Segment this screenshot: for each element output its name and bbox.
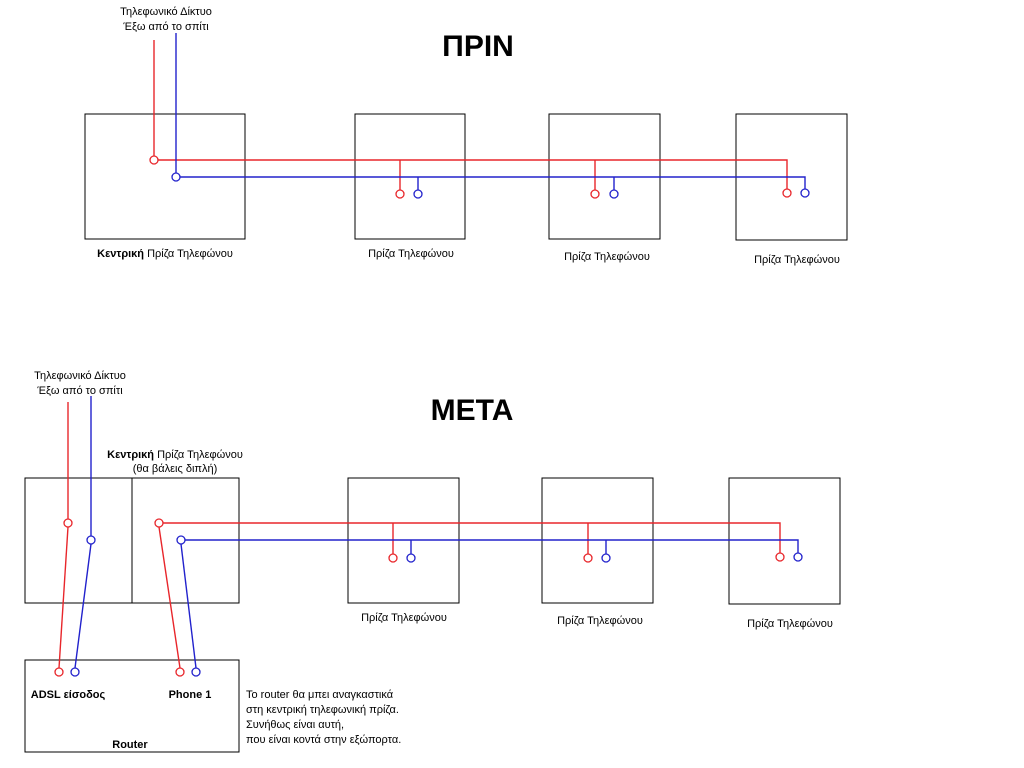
after-blue-phone-wire: [180, 543, 197, 669]
router-box: [24, 659, 240, 753]
after-network-label-line1: Τηλεφωνικό Δίκτυο: [34, 370, 126, 382]
after-blue-bus-wire: [181, 539, 799, 553]
before-central-red-terminal: [149, 155, 159, 165]
router-note-line-3: Συνήθως είναι αυτή,: [246, 719, 344, 731]
before-socket-2-red-terminal: [590, 189, 600, 199]
router-adsl-port-label: ADSL είσοδος: [31, 689, 106, 701]
router-note-line-4: που είναι κοντά στην εξώπορτα.: [246, 734, 401, 746]
before-socket-1-blue-terminal: [413, 189, 423, 199]
before-socket-1-red-terminal: [395, 189, 405, 199]
after-right-blue-terminal: [176, 535, 186, 545]
after-socket-label-1: Πρίζα Τηλεφώνου: [361, 612, 447, 624]
after-right-red-terminal: [154, 518, 164, 528]
before-network-label-line2: Έξω από το σπίτι: [122, 21, 209, 33]
after-network-label-line2: Έξω από το σπίτι: [36, 385, 123, 397]
router-name-label: Router: [112, 739, 148, 751]
before-network-label-line1: Τηλεφωνικό Δίκτυο: [120, 6, 212, 18]
before-central-socket-label: Κεντρική Πρίζα Τηλεφώνου: [97, 248, 233, 260]
after-red-bus-wire: [159, 522, 781, 553]
after-title: ΜΕΤΑ: [431, 394, 514, 427]
before-section: ΠΡΙΝ Τηλεφωνικό Δίκτυο Έξω από το σπίτι …: [84, 6, 848, 266]
router-note-line-2: στη κεντρική τηλεφωνική πρίζα.: [246, 704, 399, 716]
before-red-bus-wire: [154, 159, 788, 189]
after-socket-2-red-terminal: [583, 553, 593, 563]
after-left-red-terminal: [63, 518, 73, 528]
after-dual-socket-left-box: [24, 477, 133, 604]
before-socket-label-3: Πρίζα Τηλεφώνου: [754, 254, 840, 266]
before-socket-3-red-terminal: [782, 188, 792, 198]
after-socket-2-blue-terminal: [601, 553, 611, 563]
after-socket-3-blue-terminal: [793, 552, 803, 562]
after-red-adsl-wire: [58, 526, 69, 669]
after-socket-box-3: [728, 477, 841, 605]
router-note-line-1: Το router θα μπει αναγκαστικά: [246, 689, 394, 701]
after-socket-label-2: Πρίζα Τηλεφώνου: [557, 615, 643, 627]
after-left-blue-terminal: [86, 535, 96, 545]
before-central-blue-terminal: [171, 172, 181, 182]
before-title: ΠΡΙΝ: [442, 30, 514, 63]
after-central-socket-note: (θα βάλεις διπλή): [133, 463, 218, 475]
after-socket-label-3: Πρίζα Τηλεφώνου: [747, 618, 833, 630]
router-adsl-blue-terminal: [70, 667, 80, 677]
router-phone-red-terminal: [175, 667, 185, 677]
after-socket-3-red-terminal: [775, 552, 785, 562]
router-phone-port-label: Phone 1: [169, 689, 212, 701]
after-section: ΜΕΤΑ Τηλεφωνικό Δίκτυο Έξω από το σπίτι …: [24, 370, 841, 753]
before-socket-3-blue-terminal: [800, 188, 810, 198]
after-red-phone-wire: [158, 526, 181, 669]
after-socket-1-red-terminal: [388, 553, 398, 563]
before-socket-2-blue-terminal: [609, 189, 619, 199]
after-socket-1-blue-terminal: [406, 553, 416, 563]
router-phone-blue-terminal: [191, 667, 201, 677]
router-adsl-red-terminal: [54, 667, 64, 677]
before-socket-label-2: Πρίζα Τηλεφώνου: [564, 251, 650, 263]
after-central-socket-label: Κεντρική Πρίζα Τηλεφώνου: [107, 449, 243, 461]
before-blue-bus-wire: [176, 176, 806, 189]
before-socket-label-1: Πρίζα Τηλεφώνου: [368, 248, 454, 260]
after-blue-adsl-wire: [74, 543, 92, 669]
